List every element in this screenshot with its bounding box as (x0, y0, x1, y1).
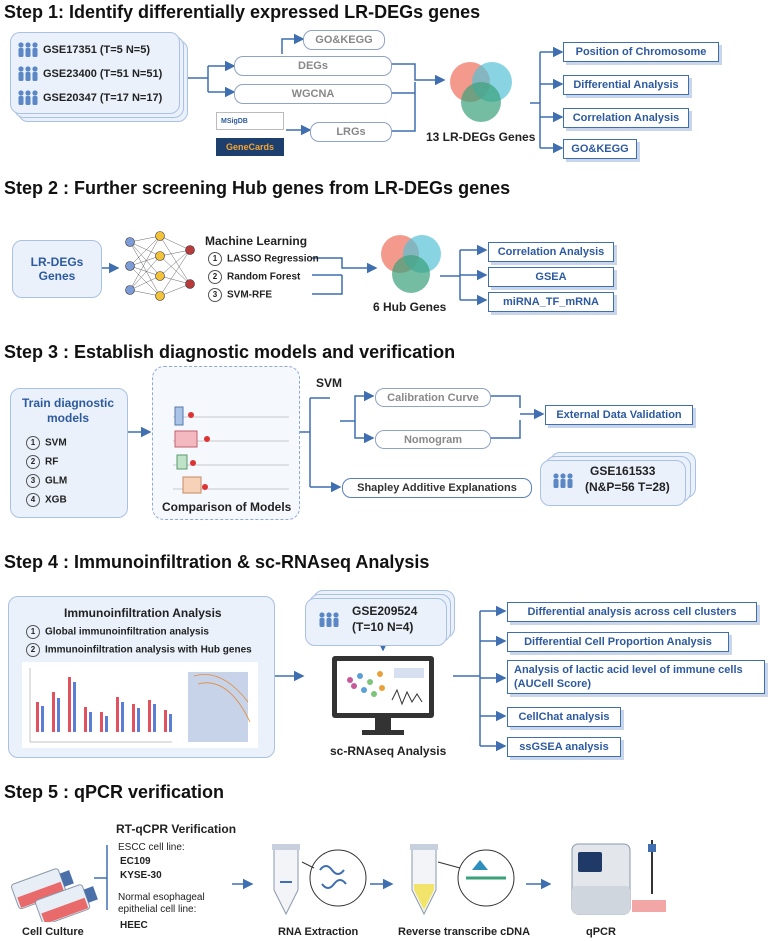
output-gsea: GSEA (488, 267, 614, 287)
machine-learning-title: Machine Learning (205, 234, 308, 248)
gse161533-counts: (N&P=56 T=28) (585, 480, 670, 494)
output-cellchat: CellChat analysis (507, 707, 621, 727)
external-validation-box: External Data Validation (545, 405, 693, 425)
output-lactic-acid: Analysis of lactic acid level of immune … (507, 660, 765, 694)
immuno-title: Immunoinfiltration Analysis (64, 606, 222, 620)
escc-line-ec109: EC109 (120, 856, 151, 867)
comparison-label: Comparison of Models (162, 500, 292, 514)
comparison-panel (152, 366, 300, 520)
dataset-gse20347: GSE20347 (T=17 N=17) (43, 92, 163, 104)
output-cell-proportion: Differential Cell Proportion Analysis (507, 632, 729, 652)
immuno-plots-thumbnail (22, 662, 258, 748)
step3-title: Step 3 : Establish diagnostic models and… (4, 342, 456, 362)
stage-cell-culture: Cell Culture (22, 926, 84, 938)
go-kegg-pill: GO&KEGG (303, 30, 385, 50)
monitor-icon (330, 654, 436, 743)
svm-label: SVM (316, 376, 343, 390)
nomogram-pill: Nomogram (375, 430, 491, 449)
genecards-logo: GeneCards (216, 138, 284, 156)
output-differential-analysis: Differential Analysis (563, 75, 689, 95)
people-icon (17, 66, 39, 87)
hub-genes-label: 6 Hub Genes (373, 300, 447, 314)
output-mirna-tf-mrna: miRNA_TF_mRNA (488, 292, 614, 312)
rna-tube-icon (262, 842, 372, 925)
step4-title: Step 4 : Immunoinfiltration & sc-RNAseq … (4, 552, 430, 572)
output-differential-clusters: Differential analysis across cell cluste… (507, 602, 757, 622)
people-icon (17, 90, 39, 111)
step1-title: Step 1: Identify differentially expresse… (4, 2, 481, 22)
people-icon (318, 612, 340, 633)
step2-title: Step 2 : Further screening Hub genes fro… (4, 178, 511, 198)
step1-dataset-panel (10, 32, 180, 114)
venn-diagram-step1 (446, 58, 518, 131)
gse161533-label: GSE161533 (590, 464, 656, 478)
calibration-curve-pill: Calibration Curve (375, 388, 491, 407)
step5-title: Step 5 : qPCR verification (4, 782, 225, 802)
people-icon (552, 473, 574, 494)
cell-culture-flask-icon (8, 860, 98, 927)
dataset-gse17351: GSE17351 (T=5 N=5) (43, 44, 151, 56)
escc-label: ESCC cell line: (118, 842, 185, 853)
normal-label: Normal esophageal epithelial cell line: (118, 892, 205, 915)
neural-network-icon (120, 226, 200, 313)
lr-degs-input-label: LR-DEGs Genes (30, 255, 84, 283)
escc-line-kyse30: KYSE-30 (120, 870, 162, 881)
gse209524-label: GSE209524 (352, 604, 418, 618)
output-correlation-analysis: Correlation Analysis (563, 108, 689, 128)
output-correlation-analysis-2: Correlation Analysis (488, 242, 614, 262)
stage-reverse-transcribe: Reverse transcribe cDNA (398, 926, 531, 938)
gse209524-counts: (T=10 N=4) (352, 620, 414, 634)
stage-qpcr: qPCR (586, 926, 616, 938)
wgcna-pill: WGCNA (234, 84, 392, 104)
shap-pill: Shapley Additive Explanations (342, 478, 532, 498)
qpcr-machine-icon (568, 838, 672, 927)
dataset-gse23400: GSE23400 (T=51 N=51) (43, 68, 163, 80)
output-go-kegg: GO&KEGG (563, 139, 637, 159)
lr-degs-input-panel: LR-DEGs Genes (12, 240, 102, 298)
msigdb-logo: MSigDB (216, 112, 284, 130)
cdna-tube-icon (402, 842, 522, 925)
output-position-of-chromosome: Position of Chromosome (563, 42, 719, 62)
output-ssgsea: ssGSEA analysis (507, 737, 621, 757)
sc-rnaseq-label: sc-RNAseq Analysis (330, 744, 447, 758)
degs-pill: DEGs (234, 56, 392, 76)
lr-degs-genes-label: 13 LR-DEGs Genes (426, 130, 536, 144)
train-models-title: Train diagnostic models (21, 396, 114, 425)
stage-rna-extraction: RNA Extraction (278, 926, 359, 938)
venn-diagram-step2 (378, 232, 446, 303)
people-icon (17, 42, 39, 63)
lrgs-pill: LRGs (310, 122, 392, 142)
rt-qcpr-title: RT-qCPR Verification (116, 822, 237, 836)
boxplot-icon (173, 406, 289, 494)
normal-line-heec: HEEC (120, 920, 148, 931)
